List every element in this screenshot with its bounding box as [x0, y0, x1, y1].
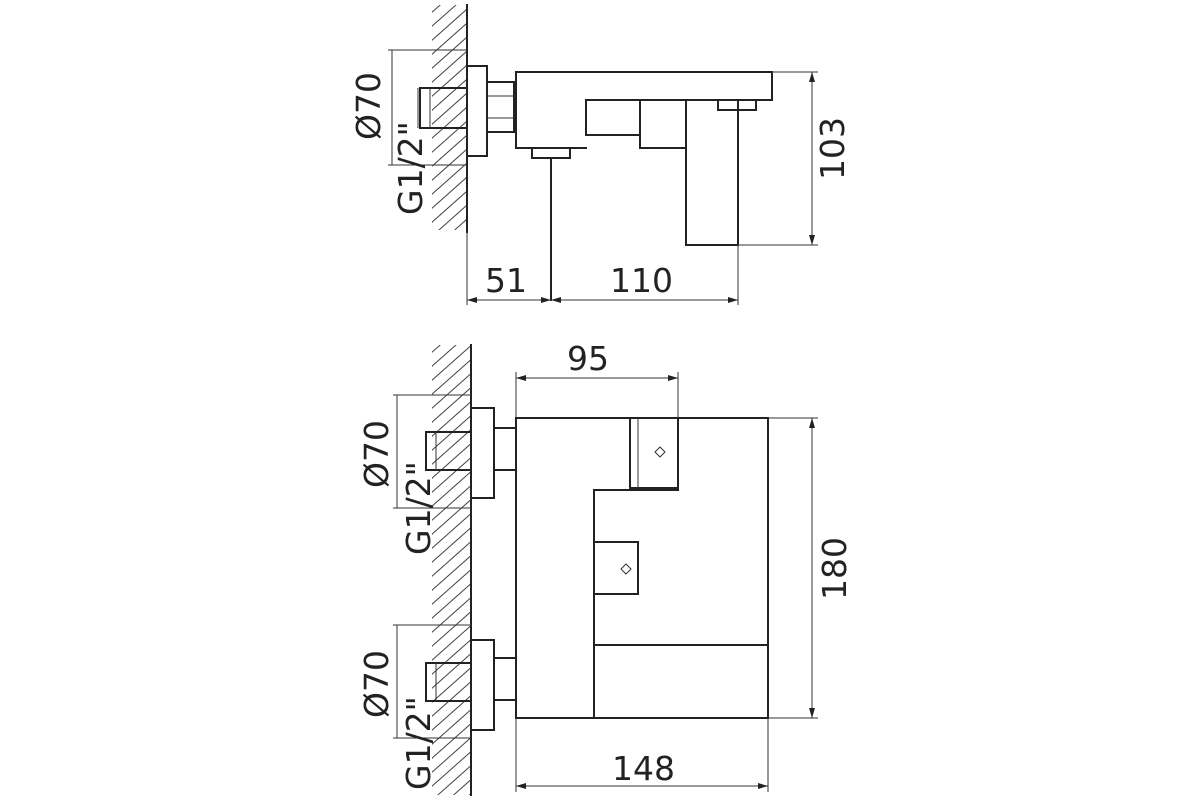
hatch-line	[432, 483, 472, 521]
dim-height-text: 103	[813, 117, 852, 180]
dim-length-text: 180	[815, 537, 854, 600]
hatch-line	[432, 749, 472, 787]
hex-nut-upper	[493, 427, 517, 471]
hex-nut-top	[486, 81, 515, 133]
hatch-line	[432, 735, 472, 773]
hatch-line	[432, 345, 457, 367]
wall-hatch-top	[430, 5, 475, 266]
wall-flange-lower	[470, 639, 495, 731]
flange-diameter-text-upper: Ø70	[357, 420, 396, 488]
flange-diameter-text-top: Ø70	[349, 72, 388, 140]
mixer-body-top	[515, 417, 769, 719]
wall-flange-top	[466, 65, 488, 157]
hatch-line	[432, 525, 472, 563]
thread-text-upper: G1/2"	[399, 461, 438, 555]
hatch-line	[432, 539, 472, 577]
hatch-line	[432, 721, 472, 759]
pipe-stub-top	[419, 87, 468, 129]
spout-marker-icon	[620, 563, 632, 575]
hatch-line	[432, 497, 472, 535]
hatch-line	[432, 345, 472, 381]
hatch-line	[430, 300, 475, 340]
spout-outlet	[717, 99, 757, 111]
handle-block-top	[629, 417, 679, 489]
hatch-line	[432, 651, 472, 689]
hatch-line	[432, 567, 472, 605]
wall-flange-upper	[470, 407, 495, 499]
top-view: 95 Ø70 G1/2" Ø70 G1/2"	[357, 300, 854, 796]
mixer-body-side	[515, 71, 587, 149]
pipe-stub-upper	[425, 431, 472, 471]
dim-wall-to-handle-text: 51	[485, 261, 527, 300]
hatch-line	[432, 455, 472, 493]
hatch-line	[432, 553, 472, 591]
hatch-line	[432, 469, 472, 507]
handle-marker-icon	[654, 446, 666, 458]
hatch-line	[432, 581, 472, 619]
side-view: 103 51 110 Ø70 G1/2"	[349, 4, 852, 305]
spout-block-top	[593, 541, 639, 595]
hatch-line	[432, 609, 472, 647]
hatch-line	[432, 357, 472, 395]
wall-hatch-bottom	[430, 300, 475, 795]
hatch-line	[432, 637, 472, 675]
hatch-line	[432, 345, 441, 353]
hatch-line	[432, 5, 441, 13]
hatch-line	[452, 777, 472, 795]
flange-diameter-text-lower: Ø70	[357, 650, 396, 718]
thread-text-lower: G1/2"	[399, 696, 438, 790]
hatch-line	[432, 511, 472, 549]
hatch-line	[432, 385, 472, 423]
hatch-line	[432, 679, 472, 717]
hatch-line	[432, 707, 472, 745]
thread-text-top: G1/2"	[391, 121, 430, 215]
dim-handle-to-spout-text: 110	[610, 261, 673, 300]
handle-cap	[531, 147, 571, 159]
hatch-line	[432, 665, 472, 703]
hatch-line	[432, 595, 472, 633]
hatch-line	[432, 5, 457, 27]
hatch-line	[432, 371, 472, 409]
hatch-line	[430, 226, 475, 266]
hatch-line	[468, 791, 472, 795]
hatch-line	[437, 763, 472, 795]
hex-nut-lower	[493, 657, 517, 701]
pipe-stub-lower	[425, 662, 472, 702]
hatch-line	[432, 441, 472, 479]
dim-depth-text: 95	[567, 339, 609, 378]
hatch-line	[432, 693, 472, 731]
dim-width-text: 148	[612, 749, 675, 788]
hatch-line	[432, 623, 472, 661]
